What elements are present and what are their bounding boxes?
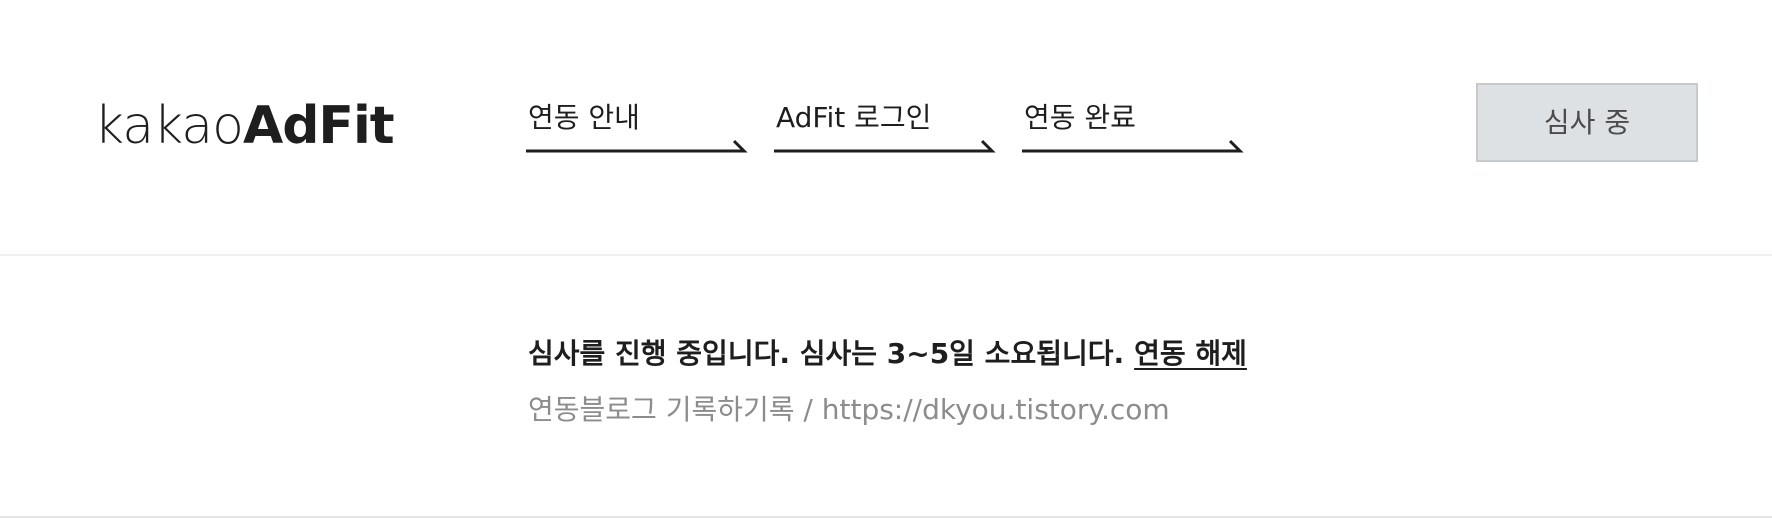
review-status-button[interactable]: 심사 중: [1476, 83, 1698, 162]
review-message-line: 심사를 진행 중입니다. 심사는 3~5일 소요됩니다. 연동 해제: [528, 334, 1247, 374]
step-link-guide: 연동 안내: [526, 100, 748, 156]
unlink-link[interactable]: 연동 해제: [1134, 337, 1247, 370]
bottom-divider: [0, 516, 1772, 518]
linked-blog-info: 연동블로그 기록하기록 / https://dkyou.tistory.com: [528, 393, 1170, 426]
kakao-adfit-logo: kakaoAdFit: [94, 96, 395, 156]
step-label: 연동 완료: [1024, 101, 1136, 134]
header: kakaoAdFit 연동 안내 AdFit 로그인 연동 완료 심사 중: [0, 0, 1772, 256]
step-adfit-login: AdFit 로그인: [774, 100, 996, 156]
logo-adfit-text: AdFit: [242, 96, 395, 156]
step-arrow-icon: [774, 139, 996, 153]
step-link-complete: 연동 완료: [1022, 100, 1244, 156]
step-arrow-icon: [526, 139, 748, 153]
step-label: AdFit 로그인: [776, 101, 932, 134]
logo-kakao-text: kakao: [94, 96, 244, 156]
review-status-content: 심사를 진행 중입니다. 심사는 3~5일 소요됩니다. 연동 해제 연동블로그 …: [528, 334, 1247, 430]
review-message: 심사를 진행 중입니다. 심사는 3~5일 소요됩니다.: [528, 337, 1125, 370]
step-arrow-icon: [1022, 139, 1244, 153]
step-label: 연동 안내: [528, 101, 640, 134]
